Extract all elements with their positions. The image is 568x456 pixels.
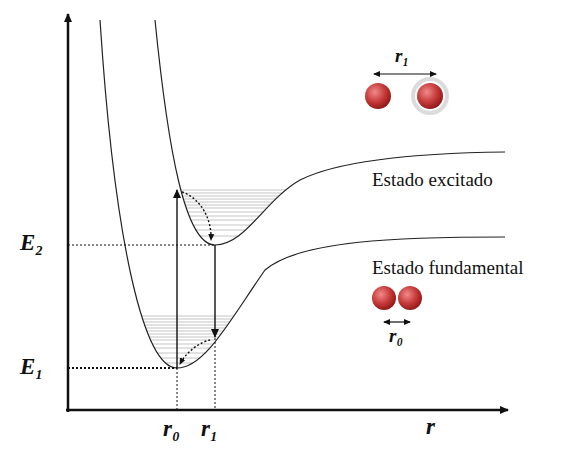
distance-arrow [384, 321, 410, 322]
relaxation-arrow [182, 192, 211, 240]
energy-axis [67, 14, 70, 412]
state-label: Estado fundamental [372, 258, 523, 279]
distance-axis [66, 409, 508, 412]
axis-tick-label: r₁ [201, 416, 218, 441]
energy-label: E₁ [20, 354, 43, 379]
vibrational-levels [150, 190, 320, 236]
distance-label: r₁ [395, 46, 409, 67]
distance-arrow [374, 73, 436, 74]
level-line [68, 244, 215, 245]
distance-label: r₀ [389, 326, 403, 347]
atom [398, 286, 422, 310]
emission-arrow [214, 245, 215, 337]
atom-glow [413, 79, 447, 113]
energy-label: E₂ [20, 230, 43, 255]
level-line [68, 367, 177, 369]
vibrational-levels [100, 316, 300, 363]
state-label: Estado excitado [372, 170, 493, 191]
axis-tick-label: r₀ [163, 416, 180, 441]
ground-curve [100, 20, 505, 368]
guide-line [177, 368, 178, 410]
atom [372, 286, 396, 310]
atom [365, 83, 391, 109]
atom [417, 83, 443, 109]
axis-label: r [426, 414, 435, 439]
absorption-arrow [176, 190, 177, 368]
excited-curve [155, 20, 505, 245]
relaxation-arrow [180, 340, 210, 364]
guide-line [215, 338, 216, 410]
